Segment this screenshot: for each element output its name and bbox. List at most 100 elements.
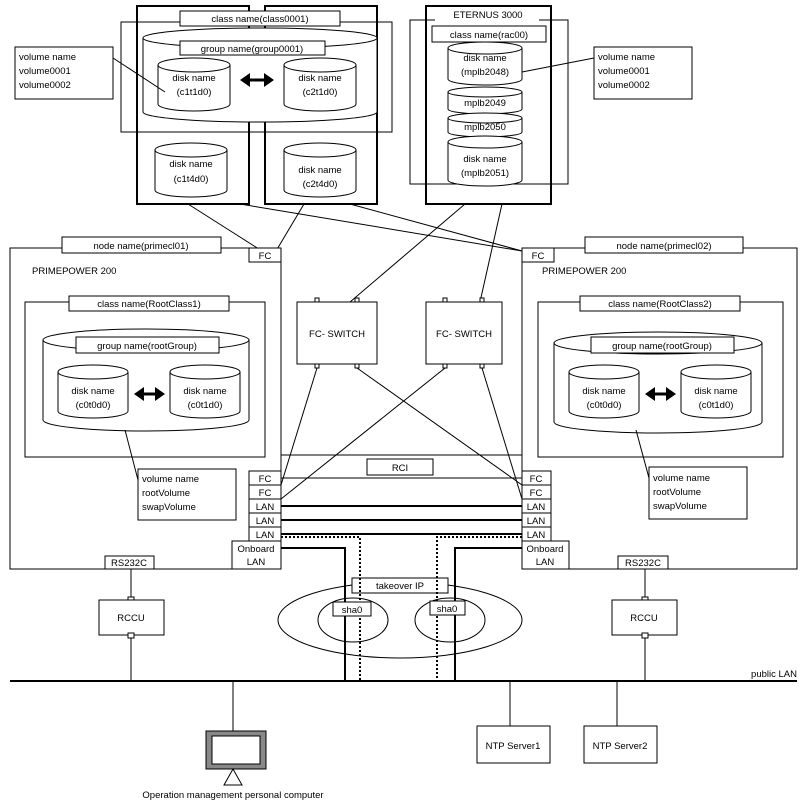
- class-label-box: [179, 10, 341, 27]
- sha0-right: [429, 600, 466, 616]
- svg-text:disk name: disk name: [183, 386, 226, 397]
- svg-text:disk name: disk name: [169, 159, 212, 170]
- node-right-disk-c0t1d0: disk name (c0t1d0): [680, 364, 752, 419]
- disk-c2t1d0: disk name (c2t1d0): [283, 57, 357, 112]
- svg-text:RS232C: RS232C: [625, 558, 661, 569]
- svg-text:disk name: disk name: [463, 53, 506, 64]
- node-right-disk-c0t0d0: disk name (c0t0d0): [568, 364, 640, 419]
- svg-text:NTP Server1: NTP Server1: [486, 741, 541, 752]
- svg-text:volume0001: volume0001: [19, 66, 71, 77]
- svg-text:disk name: disk name: [71, 386, 114, 397]
- svg-text:disk name: disk name: [172, 73, 215, 84]
- disk-mplb2051: disk name (mplb2051): [447, 135, 523, 187]
- svg-text:(c1t4d0): (c1t4d0): [174, 174, 209, 185]
- svg-text:NTP Server2: NTP Server2: [593, 741, 648, 752]
- fc-switch-right-label: FC- SWITCH: [436, 329, 492, 340]
- svg-text:RS232C: RS232C: [111, 558, 147, 569]
- node-left-group-label-box: [75, 336, 220, 354]
- node-right: node name(primecl02) FC PRIMEPOWER 200 c…: [521, 236, 798, 681]
- svg-text:disk name: disk name: [298, 73, 341, 84]
- svg-text:swapVolume: swapVolume: [142, 502, 196, 513]
- svg-text:Onboard: Onboard: [238, 544, 275, 555]
- svg-text:rootVolume: rootVolume: [653, 487, 701, 498]
- svg-text:(mplb2048): (mplb2048): [461, 67, 509, 78]
- svg-text:FC: FC: [259, 474, 272, 485]
- node-right-fc-top: [521, 247, 555, 263]
- fc-cables-bottom: [280, 367, 523, 500]
- svg-text:group name(rootGroup): group name(rootGroup): [97, 341, 197, 352]
- svg-text:(mplb2051): (mplb2051): [461, 168, 509, 179]
- eternus-title: ETERNUS 3000: [453, 10, 522, 21]
- svg-text:class name(RootClass1): class name(RootClass1): [97, 299, 200, 310]
- rci-link: RCI: [281, 454, 522, 479]
- node-left-class-label-box: [68, 295, 230, 312]
- svg-text:sha0: sha0: [342, 605, 363, 616]
- disk-c1t1d0: disk name (c1t1d0): [157, 57, 231, 112]
- group-label-box: [179, 40, 326, 56]
- fc-switch-right: FC- SWITCH: [425, 297, 503, 369]
- storage-left: class name(class0001) group name(group00…: [14, 5, 393, 205]
- computer-icon: [205, 730, 267, 786]
- svg-text:RCCU: RCCU: [117, 613, 145, 624]
- disk-mplb2049: mplb2049: [447, 86, 523, 115]
- svg-text:FC: FC: [530, 488, 543, 499]
- svg-text:LAN: LAN: [256, 516, 275, 527]
- mirror-arrow-icon: [134, 387, 165, 401]
- svg-text:FC: FC: [259, 251, 272, 262]
- rci-label-box: [366, 458, 434, 476]
- port-onboard-lan: [521, 540, 570, 570]
- port-onboard-lan: [231, 540, 282, 570]
- node-left: node name(primecl01) FC PRIMEPOWER 200 c…: [9, 236, 282, 681]
- svg-text:FC: FC: [532, 251, 545, 262]
- node-right-ports: FC FC LAN LAN LAN Onboard LAN: [521, 470, 570, 570]
- svg-text:swapVolume: swapVolume: [653, 501, 707, 512]
- takeover-label-box: [351, 577, 449, 594]
- svg-text:disk name: disk name: [463, 154, 506, 165]
- svg-text:volume name: volume name: [19, 52, 76, 63]
- svg-text:(c0t0d0): (c0t0d0): [76, 400, 111, 411]
- disk-mplb2048: disk name (mplb2048): [447, 41, 523, 86]
- node-right-class-label-box: [579, 295, 741, 312]
- storage-eternus: ETERNUS 3000 class name(rac00) disk name…: [409, 5, 693, 205]
- node-right-rccu: [611, 599, 678, 636]
- svg-text:LAN: LAN: [536, 557, 555, 568]
- fc-switch-left-label: FC- SWITCH: [309, 329, 365, 340]
- public-lan: public LAN NTP Server1 NTP Server2 Opera…: [10, 669, 797, 801]
- svg-text:LAN: LAN: [527, 530, 546, 541]
- node-left-label-box: [61, 236, 222, 254]
- node-left-volume-note: [137, 468, 237, 521]
- group-label: group name(group0001): [201, 44, 303, 55]
- disk-c2t4d0: disk name (c2t4d0): [283, 142, 357, 198]
- svg-text:sha0: sha0: [437, 604, 458, 615]
- ntp-server-2: [583, 725, 658, 764]
- rci-label: RCI: [392, 463, 408, 474]
- mirror-arrow-icon: [645, 387, 676, 401]
- ntp-server-1: [476, 725, 551, 764]
- svg-text:LAN: LAN: [247, 557, 266, 568]
- svg-text:volume name: volume name: [142, 474, 199, 485]
- node-left-label: node name(primecl01): [93, 241, 188, 252]
- svg-text:disk name: disk name: [298, 165, 341, 176]
- node-right-label-box: [584, 236, 744, 254]
- eternus-array: [425, 5, 552, 205]
- node-right-model: PRIMEPOWER 200: [542, 266, 626, 277]
- svg-text:LAN: LAN: [256, 530, 275, 541]
- takeover-label: takeover IP: [376, 581, 424, 592]
- node-left-ports: FC FC LAN LAN LAN Onboard LAN: [231, 470, 282, 570]
- computer-label: Operation management personal computer: [142, 790, 323, 801]
- svg-text:volume name: volume name: [598, 52, 655, 63]
- node-left-fc-top: [248, 247, 282, 263]
- volume-note-eternus: [593, 46, 693, 100]
- svg-text:disk name: disk name: [694, 386, 737, 397]
- node-left-rccu: [98, 599, 165, 636]
- svg-text:(c2t1d0): (c2t1d0): [303, 87, 338, 98]
- volume-note-left-storage: [14, 46, 114, 100]
- node-left-disk-c0t0d0: disk name (c0t0d0): [57, 364, 129, 419]
- class-label: class name(class0001): [211, 14, 308, 25]
- svg-text:class name(RootClass2): class name(RootClass2): [608, 299, 711, 310]
- eternus-class-label: class name(rac00): [450, 30, 528, 41]
- disk-c1t4d0: disk name (c1t4d0): [154, 142, 228, 198]
- svg-text:LAN: LAN: [527, 516, 546, 527]
- svg-text:mplb2050: mplb2050: [464, 122, 506, 133]
